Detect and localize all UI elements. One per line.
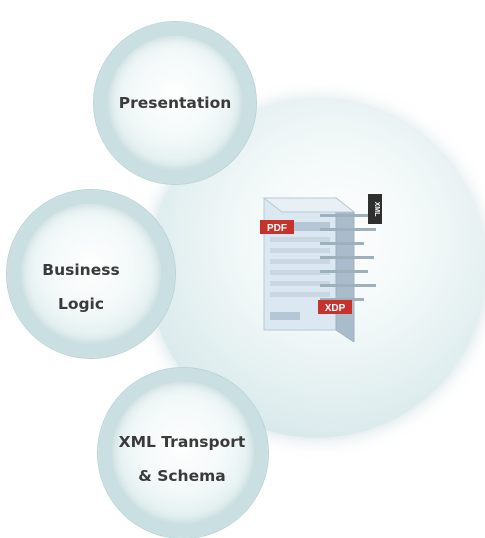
- pdf-badge-label: PDF: [267, 223, 287, 234]
- xml-transport-label-line2: & Schema: [138, 467, 226, 485]
- xml-tag: XML: [368, 194, 382, 224]
- pdf-badge: PDF: [260, 220, 294, 234]
- xml-transport-label: XML Transport & Schema: [82, 425, 282, 493]
- business-logic-label: Business Logic: [0, 253, 181, 321]
- presentation-label: Presentation: [75, 86, 275, 120]
- xdp-badge-label: XDP: [325, 303, 346, 314]
- xml-transport-label-line1: XML Transport: [118, 433, 246, 451]
- business-logic-label-line1: Business: [42, 261, 120, 279]
- xdp-badge: XDP: [318, 300, 352, 314]
- business-logic-label-line2: Logic: [57, 295, 105, 313]
- xml-code-lines: [320, 214, 376, 301]
- document-stack-graphic: PDF XDP XML: [260, 194, 382, 342]
- xml-tag-label: XML: [373, 202, 380, 218]
- presentation-label-line1: Presentation: [118, 94, 232, 112]
